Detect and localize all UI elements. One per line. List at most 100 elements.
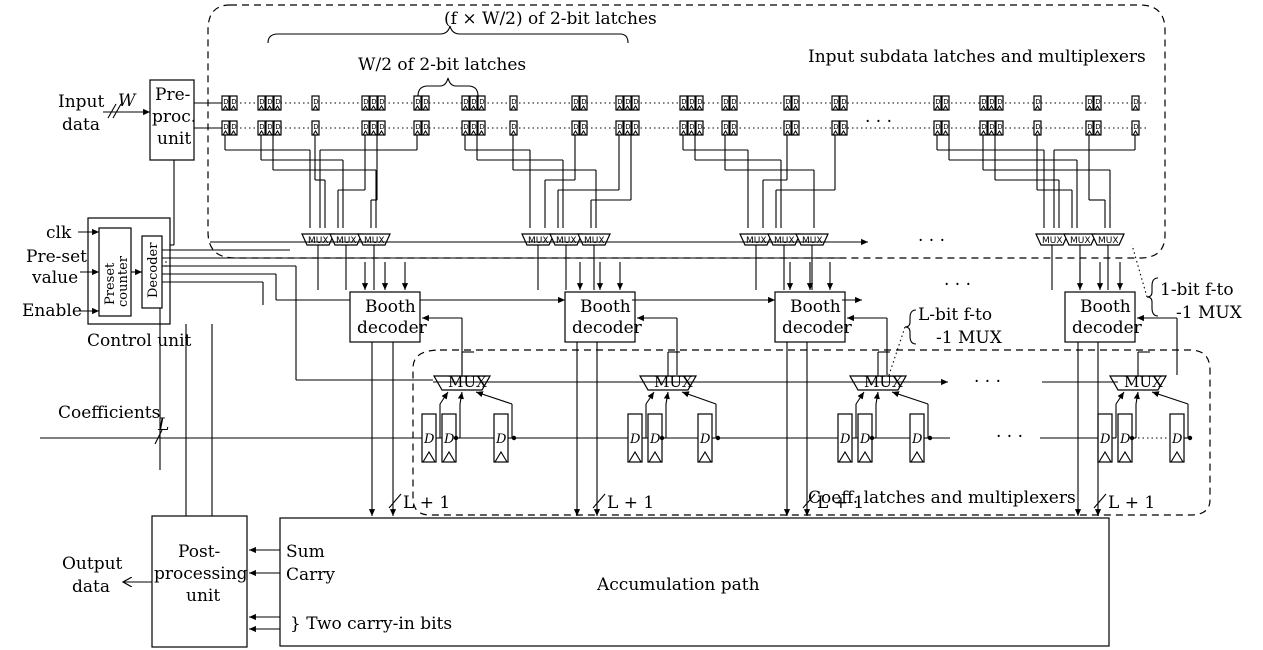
d-latch-label: D — [313, 123, 318, 131]
booth-decoder-label-2: decoder — [782, 318, 853, 338]
d-latch-label: D — [617, 123, 622, 131]
d-latch-label: D — [479, 98, 484, 106]
d-latch-label: D — [989, 98, 994, 106]
small-mux-label: MUX — [584, 236, 605, 246]
d-latch-label: D — [259, 123, 264, 131]
d-latch-label: D — [231, 98, 236, 106]
l-symbol: L — [157, 415, 169, 435]
d-latch-label: D — [231, 123, 236, 131]
d-latch-label: D — [625, 123, 630, 131]
d-latch-label: D — [423, 98, 428, 106]
booth-row-ellipsis: · · · — [944, 275, 971, 295]
d-latch-label: D — [697, 123, 702, 131]
d-latch-label: D — [275, 98, 280, 106]
d-latch-label: D — [723, 123, 728, 131]
d-latch-label: D — [313, 98, 318, 106]
d-latch-label: D — [415, 123, 420, 131]
small-mux-label: MUX — [1098, 236, 1119, 246]
d-latch-label: D — [633, 98, 638, 106]
d-latch-label: D — [997, 123, 1002, 131]
d-latch-label: D — [841, 123, 846, 131]
lbit-mux-label-2: -1 MUX — [936, 328, 1003, 348]
coeff-latch-label: D — [859, 432, 871, 447]
d-latch-label: D — [935, 98, 940, 106]
d-latch-label: D — [689, 98, 694, 106]
enable-label: Enable — [22, 301, 82, 321]
small-mux-label: MUX — [1070, 236, 1091, 246]
small-mux-label: MUX — [336, 236, 357, 246]
d-latch-label: D — [573, 123, 578, 131]
coeff-latch-label: D — [443, 432, 455, 447]
d-latch-label: D — [275, 123, 280, 131]
d-latch-label: D — [989, 123, 994, 131]
preproc-label-3: unit — [157, 129, 191, 149]
d-latch-label: D — [833, 123, 838, 131]
d-latch-label: D — [997, 98, 1002, 106]
d-latch-label: D — [793, 98, 798, 106]
booth-decoder-label-1: Booth — [580, 297, 631, 317]
d-latch-label: D — [681, 98, 686, 106]
d-latch-label: D — [1133, 123, 1138, 131]
input-data-label-1: Input — [58, 92, 104, 112]
lbit-mux-label-1: L-bit f-to — [918, 305, 992, 325]
d-latch-label: D — [697, 98, 702, 106]
booth-decoder-label-2: decoder — [357, 318, 428, 338]
f-times-w-half-label: (f × W/2) of 2-bit latches — [444, 9, 657, 29]
output-data-label-1: Output — [62, 554, 123, 574]
input-subdata-group-label: Input subdata latches and multiplexers — [808, 47, 1146, 67]
d-latch-label: D — [223, 123, 228, 131]
input-data-label-2: data — [62, 115, 100, 135]
d-latch-label: D — [363, 98, 368, 106]
coeff-latch-label: D — [495, 432, 507, 447]
d-latch-label: D — [471, 98, 476, 106]
preset-value-label-2: value — [31, 268, 78, 288]
d-latch-label: D — [379, 123, 384, 131]
preproc-label-1: Pre- — [155, 85, 190, 105]
small-mux-label: MUX — [556, 236, 577, 246]
d-latch-label: D — [415, 98, 420, 106]
d-latch-label: D — [423, 123, 428, 131]
postproc-label-2: processing — [154, 564, 248, 584]
onebit-mux-label-2: -1 MUX — [1176, 303, 1243, 323]
preset-value-label-1: Pre-set — [26, 247, 87, 267]
coeff-latch-label: D — [911, 432, 923, 447]
d-latch-label: D — [625, 98, 630, 106]
d-latch-label: D — [371, 123, 376, 131]
d-latch-label: D — [511, 98, 516, 106]
coeff-latch-label: D — [699, 432, 711, 447]
onebit-mux-label-1: 1-bit f-to — [1160, 280, 1234, 300]
d-latch-label: D — [633, 123, 638, 131]
d-latch-label: D — [841, 98, 846, 106]
d-latch-label: D — [981, 123, 986, 131]
l-plus-1-label: L + 1 — [607, 493, 654, 513]
booth-decoder-label-2: decoder — [1072, 318, 1143, 338]
input-latch-array: DDDDDDDDDDDDDDDDDDDDDDDDDDDDDDDDDDDDDDDD… — [222, 96, 1139, 135]
w-half-label: W/2 of 2-bit latches — [358, 55, 526, 75]
coeff-latch-label: D — [649, 432, 661, 447]
d-latch-label: D — [1095, 98, 1100, 106]
d-latch-label: D — [1087, 123, 1092, 131]
coeff-latch-label: D — [839, 432, 851, 447]
carry-label: Carry — [286, 565, 335, 585]
d-latch-label: D — [267, 98, 272, 106]
booth-decoder-label-2: decoder — [572, 318, 643, 338]
l-plus-1-label: L + 1 — [817, 493, 864, 513]
d-latch-label: D — [463, 123, 468, 131]
output-data-label-2: data — [72, 577, 110, 597]
d-latch-label: D — [581, 98, 586, 106]
d-latch-label: D — [723, 98, 728, 106]
coeff-latch-label: D — [1119, 432, 1131, 447]
d-latch-label: D — [731, 98, 736, 106]
two-carry-in-label: } Two carry-in bits — [290, 614, 452, 634]
d-latch-label: D — [1035, 98, 1040, 106]
coeff-mux-row: MUXMUXMUXMUX — [434, 352, 1166, 391]
d-latch-label: D — [1095, 123, 1100, 131]
d-latch-label: D — [943, 123, 948, 131]
coefficients-label: Coefficients — [58, 403, 160, 423]
postproc-label-1: Post- — [178, 542, 220, 562]
d-latch-label: D — [379, 98, 384, 106]
d-latch-label: D — [581, 123, 586, 131]
booth-decoder-label-1: Booth — [365, 297, 416, 317]
d-latch-label: D — [785, 123, 790, 131]
